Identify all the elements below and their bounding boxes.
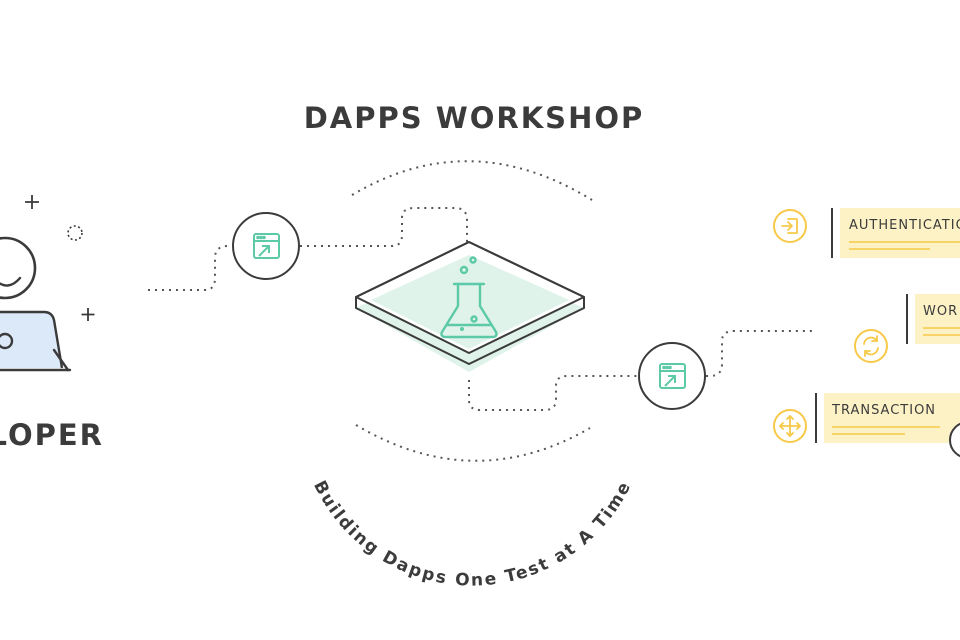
flask-icon [440,256,498,339]
lower-browser-node[interactable] [638,342,706,410]
smile-icon [0,276,22,287]
authentication-item[interactable]: AUTHENTICATIO [773,208,960,258]
right-connector [706,330,812,377]
bottom-dotted-arc [355,424,591,462]
sync-icon [863,335,879,357]
sparkle-icon [25,195,39,209]
transaction-label: TRANSACTION [831,403,936,418]
transaction-item[interactable]: TRANSACTION [773,393,960,458]
transaction-card [824,393,960,443]
browser-icon [659,363,686,389]
test-platform [355,241,585,372]
enter-icon [781,218,798,234]
laptop-logo-icon [0,332,14,350]
workflow-item[interactable]: WOR [854,294,960,363]
browser-icon [253,233,280,259]
developer-figure [0,195,95,372]
sparkle-icon [81,308,95,321]
partial-node [949,422,960,458]
authentication-card [840,208,960,258]
developer-connector [148,245,232,291]
upper-browser-node[interactable] [232,212,300,280]
workflow-label: WOR [923,304,958,319]
workshop-title: DAPPS WORKSHOP [304,101,645,135]
move-icon [779,415,801,437]
workshop-subtitle: Building Dapps One Test at A Time [309,477,636,590]
workflow-card [915,294,960,344]
lower-connector [468,375,638,411]
developer-label: LOPER [0,418,104,452]
upper-connector [300,207,468,247]
top-dotted-arc [351,160,593,201]
developer-head [0,236,37,300]
dotted-circle-icon [67,225,83,241]
authentication-label: AUTHENTICATIO [849,218,960,233]
laptop-icon [0,312,62,368]
